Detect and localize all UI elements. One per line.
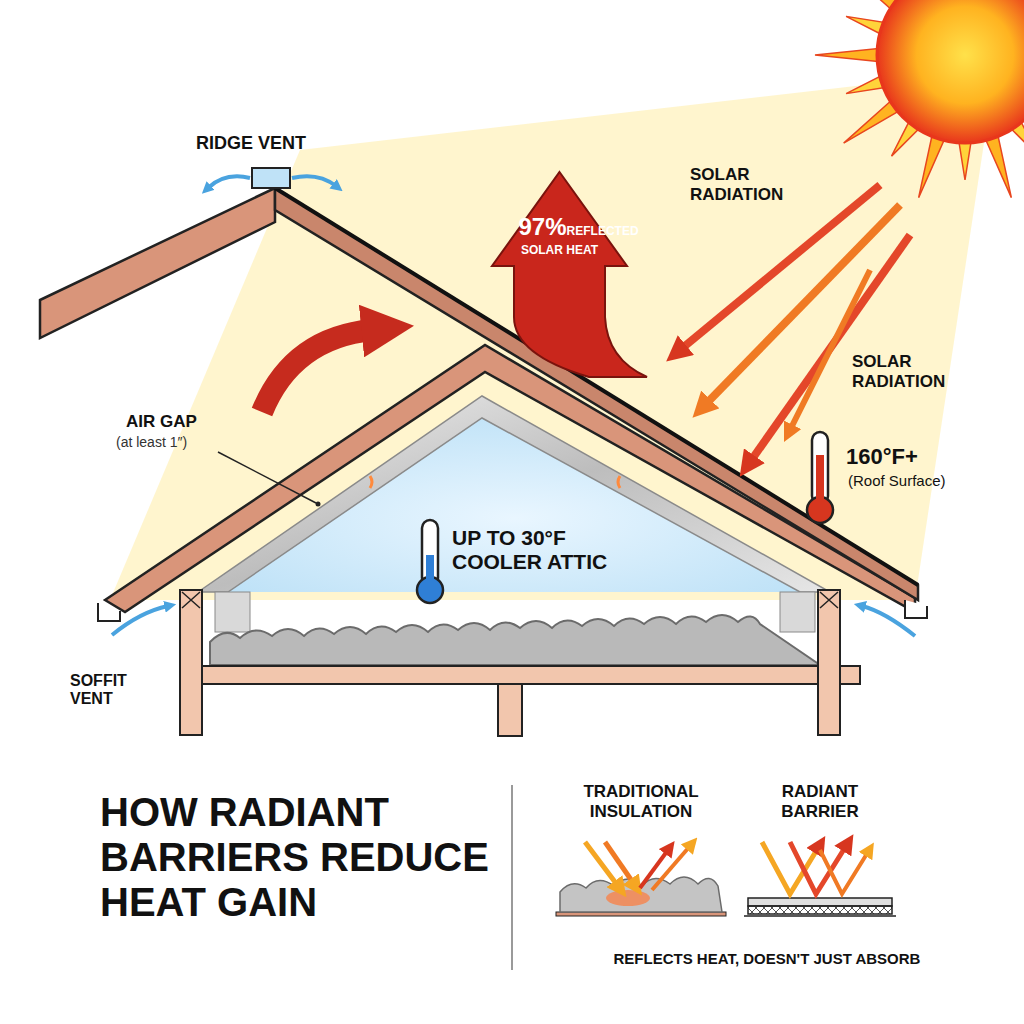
illustration-part	[426, 555, 434, 589]
airflow-arrow	[292, 176, 336, 186]
divider	[511, 785, 513, 970]
radiation-label: SOLAR RADIATION	[852, 352, 977, 391]
upper-roof-left	[40, 188, 275, 338]
heat-glow	[370, 476, 620, 488]
temperature-label: 160°F+	[846, 444, 996, 469]
heat-ray	[585, 842, 618, 886]
column-heading: RADIANT BARRIER	[745, 782, 895, 821]
gutter	[98, 603, 120, 621]
insulation-sample	[556, 877, 726, 916]
heat-ray	[640, 850, 668, 888]
column-heading: TRADITIONAL INSULATION	[556, 782, 726, 821]
attic-insulation	[210, 615, 820, 665]
barrier-side-panel	[215, 592, 250, 632]
roof-deck	[105, 345, 915, 612]
shingle-line	[275, 188, 918, 585]
note-label: (at least 1″)	[116, 434, 226, 450]
note-label: (Roof Surface)	[848, 472, 998, 489]
barrier-sample	[744, 898, 896, 916]
temperature-label: UP TO 30°F COOLER ATTIC	[452, 526, 620, 574]
title: HOW RADIANT BARRIERS REDUCE HEAT GAIN	[100, 790, 500, 924]
cool-thermometer	[417, 520, 443, 603]
illustration-part	[744, 915, 896, 917]
leader-line	[218, 452, 316, 503]
post	[498, 684, 522, 736]
gutter	[905, 600, 927, 618]
ridge-vent-box	[252, 168, 290, 188]
reflected-heat-arrow: 97%REFLECTED SOLAR HEAT	[492, 172, 627, 377]
arrow-outline	[492, 172, 647, 377]
wall-stud	[818, 590, 840, 735]
heat-ray	[652, 846, 690, 890]
leader-dot	[316, 502, 321, 507]
part-label: AIR GAP	[126, 412, 236, 432]
illustration-part	[748, 906, 892, 914]
heat-arrow	[262, 330, 372, 412]
sun-rays	[815, 0, 1024, 198]
vent-label: RIDGE VENT	[196, 133, 346, 154]
solar-ray	[790, 270, 870, 430]
solar-ray	[750, 235, 910, 462]
airflow-arrow	[112, 606, 168, 635]
sun-ray	[815, 48, 885, 62]
barrier-side-panel	[780, 592, 815, 632]
caption-note: REFLECTS HEAT, DOESN'T JUST ABSORB	[522, 950, 1012, 967]
sun	[877, 0, 1024, 143]
airflow-arrow	[208, 176, 250, 188]
reflected-ray	[820, 850, 868, 894]
radiation-label: SOLAR RADIATION	[690, 165, 805, 204]
illustration-part	[748, 898, 892, 906]
arrow-shape	[492, 172, 627, 377]
airflow-arrow	[862, 606, 915, 636]
illustration-part	[560, 877, 722, 912]
illustration-part	[816, 455, 824, 507]
vent-label: SOFFIT VENT	[70, 672, 170, 709]
hot-thermometer	[807, 432, 833, 523]
ceiling-joist	[180, 666, 860, 684]
wall-stud	[180, 590, 202, 735]
percent-figure: 97%	[519, 213, 567, 240]
top-plate-mark	[182, 592, 838, 608]
upper-roof-right	[275, 188, 918, 600]
illustration-part	[606, 890, 650, 906]
heat-ray	[605, 842, 634, 884]
